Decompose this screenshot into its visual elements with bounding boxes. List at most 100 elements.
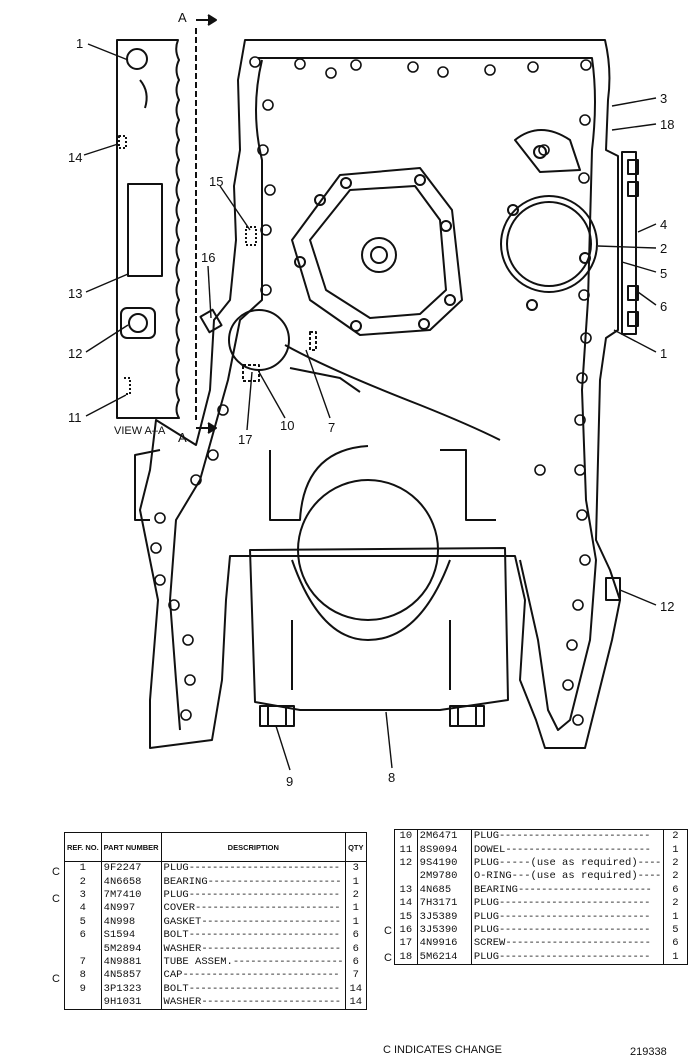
qty-cell: 3 [352, 862, 359, 875]
part-number-cell: 4N9916 [417, 937, 472, 951]
description-cell: TUBE ASSEM.------------------- [161, 955, 347, 970]
description-text: DOWEL [473, 843, 506, 856]
description-text: PLUG [473, 950, 500, 963]
callout-5: 5 [660, 266, 667, 281]
part-number-cell: 3P1323 [101, 982, 162, 996]
description-text: COVER [163, 902, 196, 915]
qty-cell: 2 [352, 888, 359, 901]
leader-dashes: -------------------------- [499, 910, 650, 923]
description-cell: BEARING----------------------- [161, 875, 347, 889]
description-text: CAP [163, 969, 183, 982]
leader-dashes: --------------------------- [182, 969, 340, 982]
qty-cell: 1 [672, 910, 679, 923]
ref-cell: 14 [394, 896, 418, 911]
leader-dashes: ------------------- [232, 955, 344, 968]
leader-dashes: ------------------------- [195, 902, 341, 915]
description-cell: BEARING----------------------- [471, 883, 664, 897]
description-text: BOLT [163, 982, 189, 995]
description-text: BOLT [163, 929, 189, 942]
part-number-cell: 8S9094 [417, 843, 472, 857]
callout-3: 3 [660, 91, 667, 106]
section-marker-top: A [178, 10, 187, 25]
callout-7: 7 [328, 420, 335, 435]
leader-dashes: ---- [637, 870, 662, 883]
col-desc-header: DESCRIPTION [161, 832, 347, 862]
callout-1: 1 [76, 36, 83, 51]
ref-cell: 9 [64, 982, 102, 996]
part-number-cell: 5M6214 [417, 950, 472, 965]
description-text: SCREW [473, 937, 506, 950]
description-cell: PLUG-------------------------- [471, 923, 664, 938]
drawing-number: 219338 [630, 1046, 667, 1058]
description-cell: PLUG-------------------------- [471, 910, 664, 924]
ref-cell: 13 [394, 883, 418, 897]
ref-cell: 18 [394, 950, 418, 965]
description-text: O-RING---(use as required) [473, 870, 638, 883]
part-number-cell: 7H3171 [417, 896, 472, 911]
change-mark: C [384, 924, 392, 937]
qty-cell: 14 [349, 996, 363, 1009]
description-text: PLUG-----(use as required) [473, 856, 638, 869]
change-mark: C [52, 973, 60, 986]
qty-cell: 6 [672, 883, 679, 896]
description-text: PLUG [473, 923, 500, 936]
ref-cell: 16 [394, 923, 418, 938]
description-cell: DOWEL------------------------- [471, 843, 664, 857]
part-number-cell: 9F2247 [101, 861, 162, 876]
qty-cell: 7 [352, 969, 359, 982]
callout-11: 11 [68, 410, 82, 425]
leader-dashes: ------------------------- [505, 843, 651, 856]
qty-cell: 6 [352, 955, 359, 968]
description-cell: GASKET------------------------ [161, 915, 347, 929]
part-number-cell: 4N997 [101, 902, 162, 916]
part-number-cell: S1594 [101, 928, 162, 943]
qty-cell: 1 [352, 875, 359, 888]
callout-6: 6 [660, 299, 667, 314]
part-number-cell: 4N685 [417, 883, 472, 897]
ref-cell: 8 [64, 969, 102, 983]
qty-cell: 1 [672, 950, 679, 963]
leader-dashes: -------------------------- [499, 923, 650, 936]
part-number-cell: 5M2894 [101, 942, 162, 956]
description-cell: PLUG-----(use as required)---- [471, 856, 664, 871]
leader-dashes: ---- [637, 856, 662, 869]
leader-dashes: ------------------------ [201, 915, 341, 928]
ref-cell: 10 [394, 829, 418, 844]
leader-dashes: -------------------------- [188, 888, 340, 901]
leader-dashes: -------------------------- [499, 830, 650, 843]
col-part-header: PART NUMBER [101, 832, 162, 862]
description-text: PLUG [473, 897, 500, 910]
callout-16: 16 [201, 250, 215, 265]
description-cell: WASHER------------------------ [161, 995, 347, 1010]
qty-cell: 14 [349, 982, 363, 995]
qty-cell: 1 [352, 902, 359, 915]
callout-2: 2 [660, 241, 667, 256]
description-text: PLUG [163, 862, 189, 875]
description-text: PLUG [473, 910, 500, 923]
qty-cell: 6 [352, 929, 359, 942]
description-cell: WASHER------------------------ [161, 942, 347, 956]
qty-cell: 6 [672, 937, 679, 950]
section-marker-bottom: A [178, 430, 187, 445]
description-cell: PLUG-------------------------- [161, 888, 347, 903]
qty-cell: 5 [672, 923, 679, 936]
col-qty-header: QTY [345, 832, 366, 862]
callout-12: 12 [68, 346, 82, 361]
ref-cell: 3 [64, 888, 102, 903]
leader-dashes: -------------------------- [188, 929, 340, 942]
leader-dashes: -------------------------- [499, 897, 650, 910]
callout-12-right: 12 [660, 599, 674, 614]
